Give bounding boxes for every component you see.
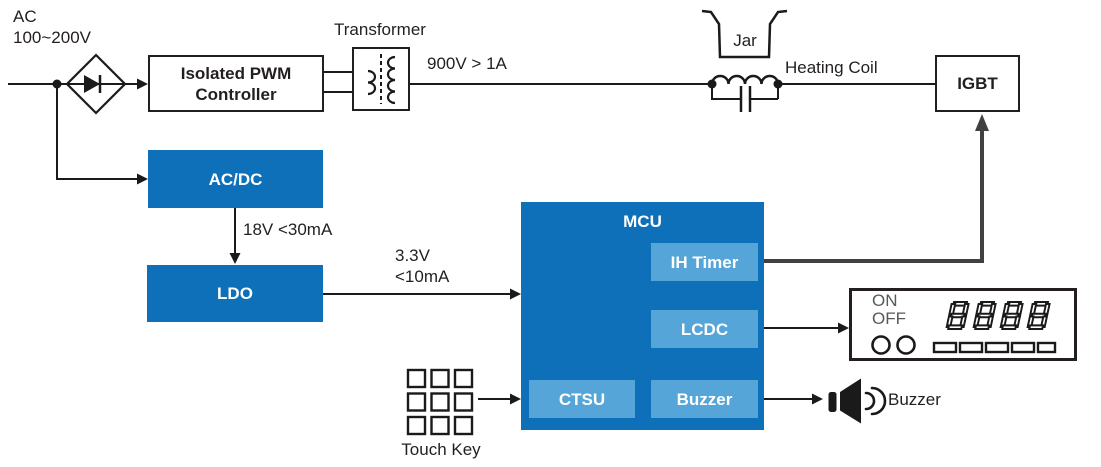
isolated-pwm-controller-box: Isolated PWM Controller <box>148 55 324 112</box>
touch-key-grid-icon <box>406 368 474 436</box>
transformer-symbol-box <box>352 47 410 111</box>
arrow-into-ldo <box>229 253 241 264</box>
buzzer-block-text: Buzzer <box>676 389 733 409</box>
ldo-output-rating-line2: <10mA <box>395 267 450 286</box>
buzzer-label: Buzzer <box>888 390 941 409</box>
sound-waves <box>864 386 887 416</box>
speaker-icon <box>828 378 887 424</box>
pwm-text-line2: Controller <box>195 84 277 104</box>
speaker-magnet <box>828 392 837 412</box>
ih-timer-text: IH Timer <box>670 252 739 272</box>
wires <box>8 71 935 400</box>
coil-node-left <box>707 79 717 89</box>
ac-input-label: AC 100~200V <box>13 6 91 48</box>
ctsu-text: CTSU <box>558 389 606 409</box>
ac-input-label-line2: 100~200V <box>13 28 91 47</box>
pwm-text-line1: Isolated PWM <box>180 63 292 83</box>
mcu-title: MCU <box>623 212 662 231</box>
bridge-rectifier-symbol <box>52 53 127 115</box>
coil-node-right <box>773 79 783 89</box>
display-off-label: OFF <box>872 309 906 328</box>
heating-coil-label: Heating Coil <box>785 58 878 77</box>
mcu-buzzer-block: Buzzer <box>651 380 758 418</box>
ac-input-label-line1: AC <box>13 7 37 26</box>
arrow-into-pwm <box>137 78 148 90</box>
pwm-to-transformer-wires <box>324 71 352 93</box>
acdc-box: AC/DC <box>148 150 323 208</box>
ldo-output-rating: 3.3V <10mA <box>395 245 449 287</box>
rectifier-diamond <box>65 53 127 115</box>
transformer-output-rating: 900V > 1A <box>427 54 507 73</box>
arrow-into-buzzer <box>812 393 823 405</box>
display-on-label: ON <box>872 291 898 310</box>
lcdc-text: LCDC <box>680 319 729 339</box>
diode-triangle <box>84 75 100 93</box>
igbt-box: IGBT <box>935 55 1020 112</box>
ih-timer-arrowhead <box>975 114 989 131</box>
isolated-pwm-controller-text: Isolated PWM Controller <box>181 63 292 105</box>
speaker-cone <box>840 378 861 424</box>
ldo-text: LDO <box>217 284 253 303</box>
ldo-output-rating-line1: 3.3V <box>395 246 430 265</box>
igbt-text: IGBT <box>957 74 998 93</box>
jar-label: Jar <box>733 31 757 50</box>
capacitor-plates <box>739 86 752 112</box>
transformer-label: Transformer <box>334 20 426 39</box>
mcu-ih-timer-block: IH Timer <box>651 243 758 281</box>
touch-key-label: Touch Key <box>401 440 481 459</box>
mcu-ctsu-block: CTSU <box>529 380 635 418</box>
capacitor-leads <box>711 84 779 100</box>
ac-to-acdc-wire <box>56 84 137 180</box>
arrow-into-ctsu <box>510 393 521 405</box>
arrow-into-mcu-power <box>510 288 521 300</box>
mcu-lcdc-block: LCDC <box>651 310 758 348</box>
arrow-into-display <box>838 322 849 334</box>
acdc-output-rating: 18V <30mA <box>243 220 333 239</box>
inductor-coil <box>710 74 780 85</box>
ldo-box: LDO <box>147 265 323 322</box>
heating-coil-symbol <box>707 74 783 112</box>
ih-timer-to-igbt-wire <box>764 130 984 263</box>
acdc-text: AC/DC <box>208 169 263 189</box>
arrow-into-acdc <box>137 173 148 185</box>
junction-dot <box>52 79 62 89</box>
display-on-off-labels: ON OFF <box>872 292 906 328</box>
